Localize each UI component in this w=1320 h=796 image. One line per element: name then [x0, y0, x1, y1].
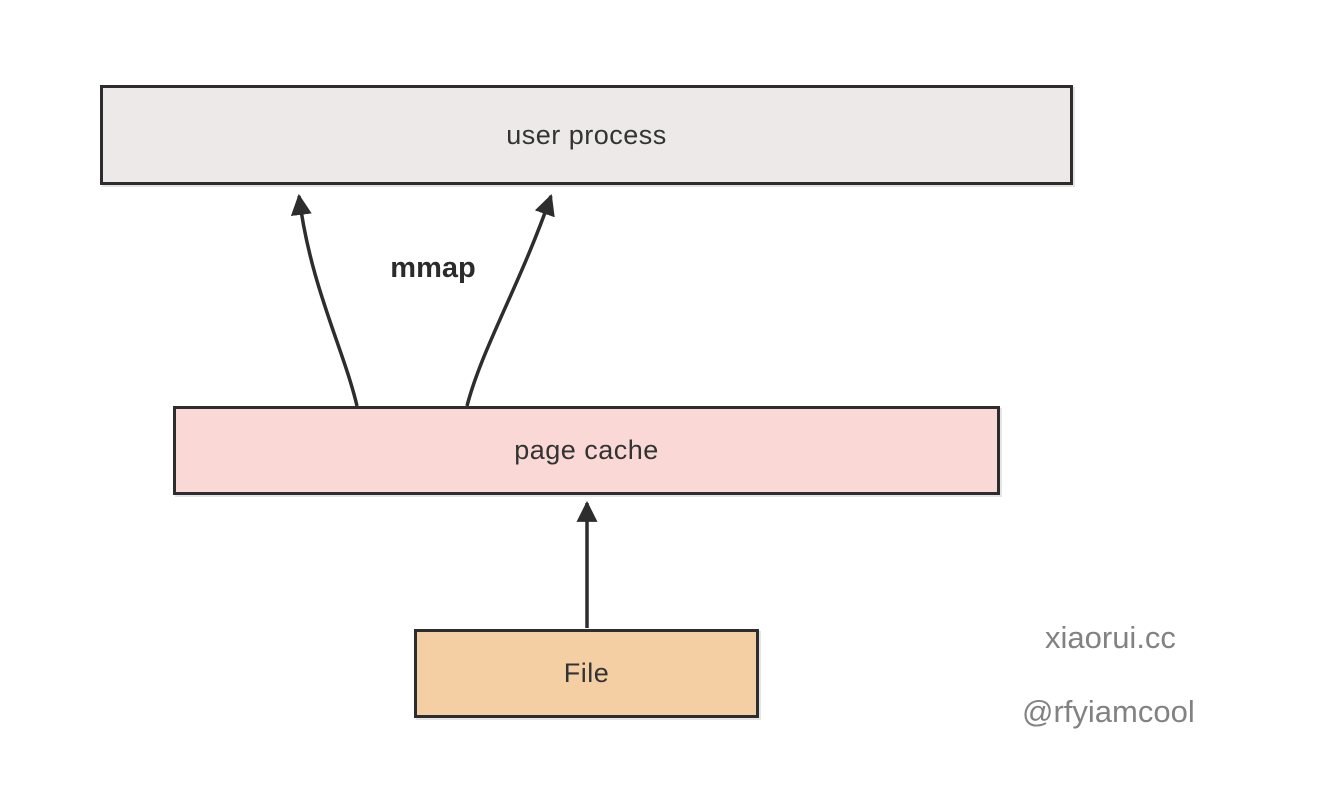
watermark-handle: @rfyiamcool [1022, 694, 1195, 729]
user-process-box: user process [100, 85, 1073, 185]
file-label: File [563, 658, 610, 688]
page-cache-label: page cache [514, 435, 659, 465]
page-cache-box: page cache [173, 406, 1000, 495]
mmap-arrow-label: mmap [390, 252, 476, 284]
mmap-arrow-right [465, 194, 555, 407]
user-process-label: user process [506, 119, 667, 150]
mmap-arrow-left [290, 193, 359, 407]
file-box: File [414, 629, 759, 718]
watermark-site: xiaorui.cc [1045, 620, 1176, 655]
